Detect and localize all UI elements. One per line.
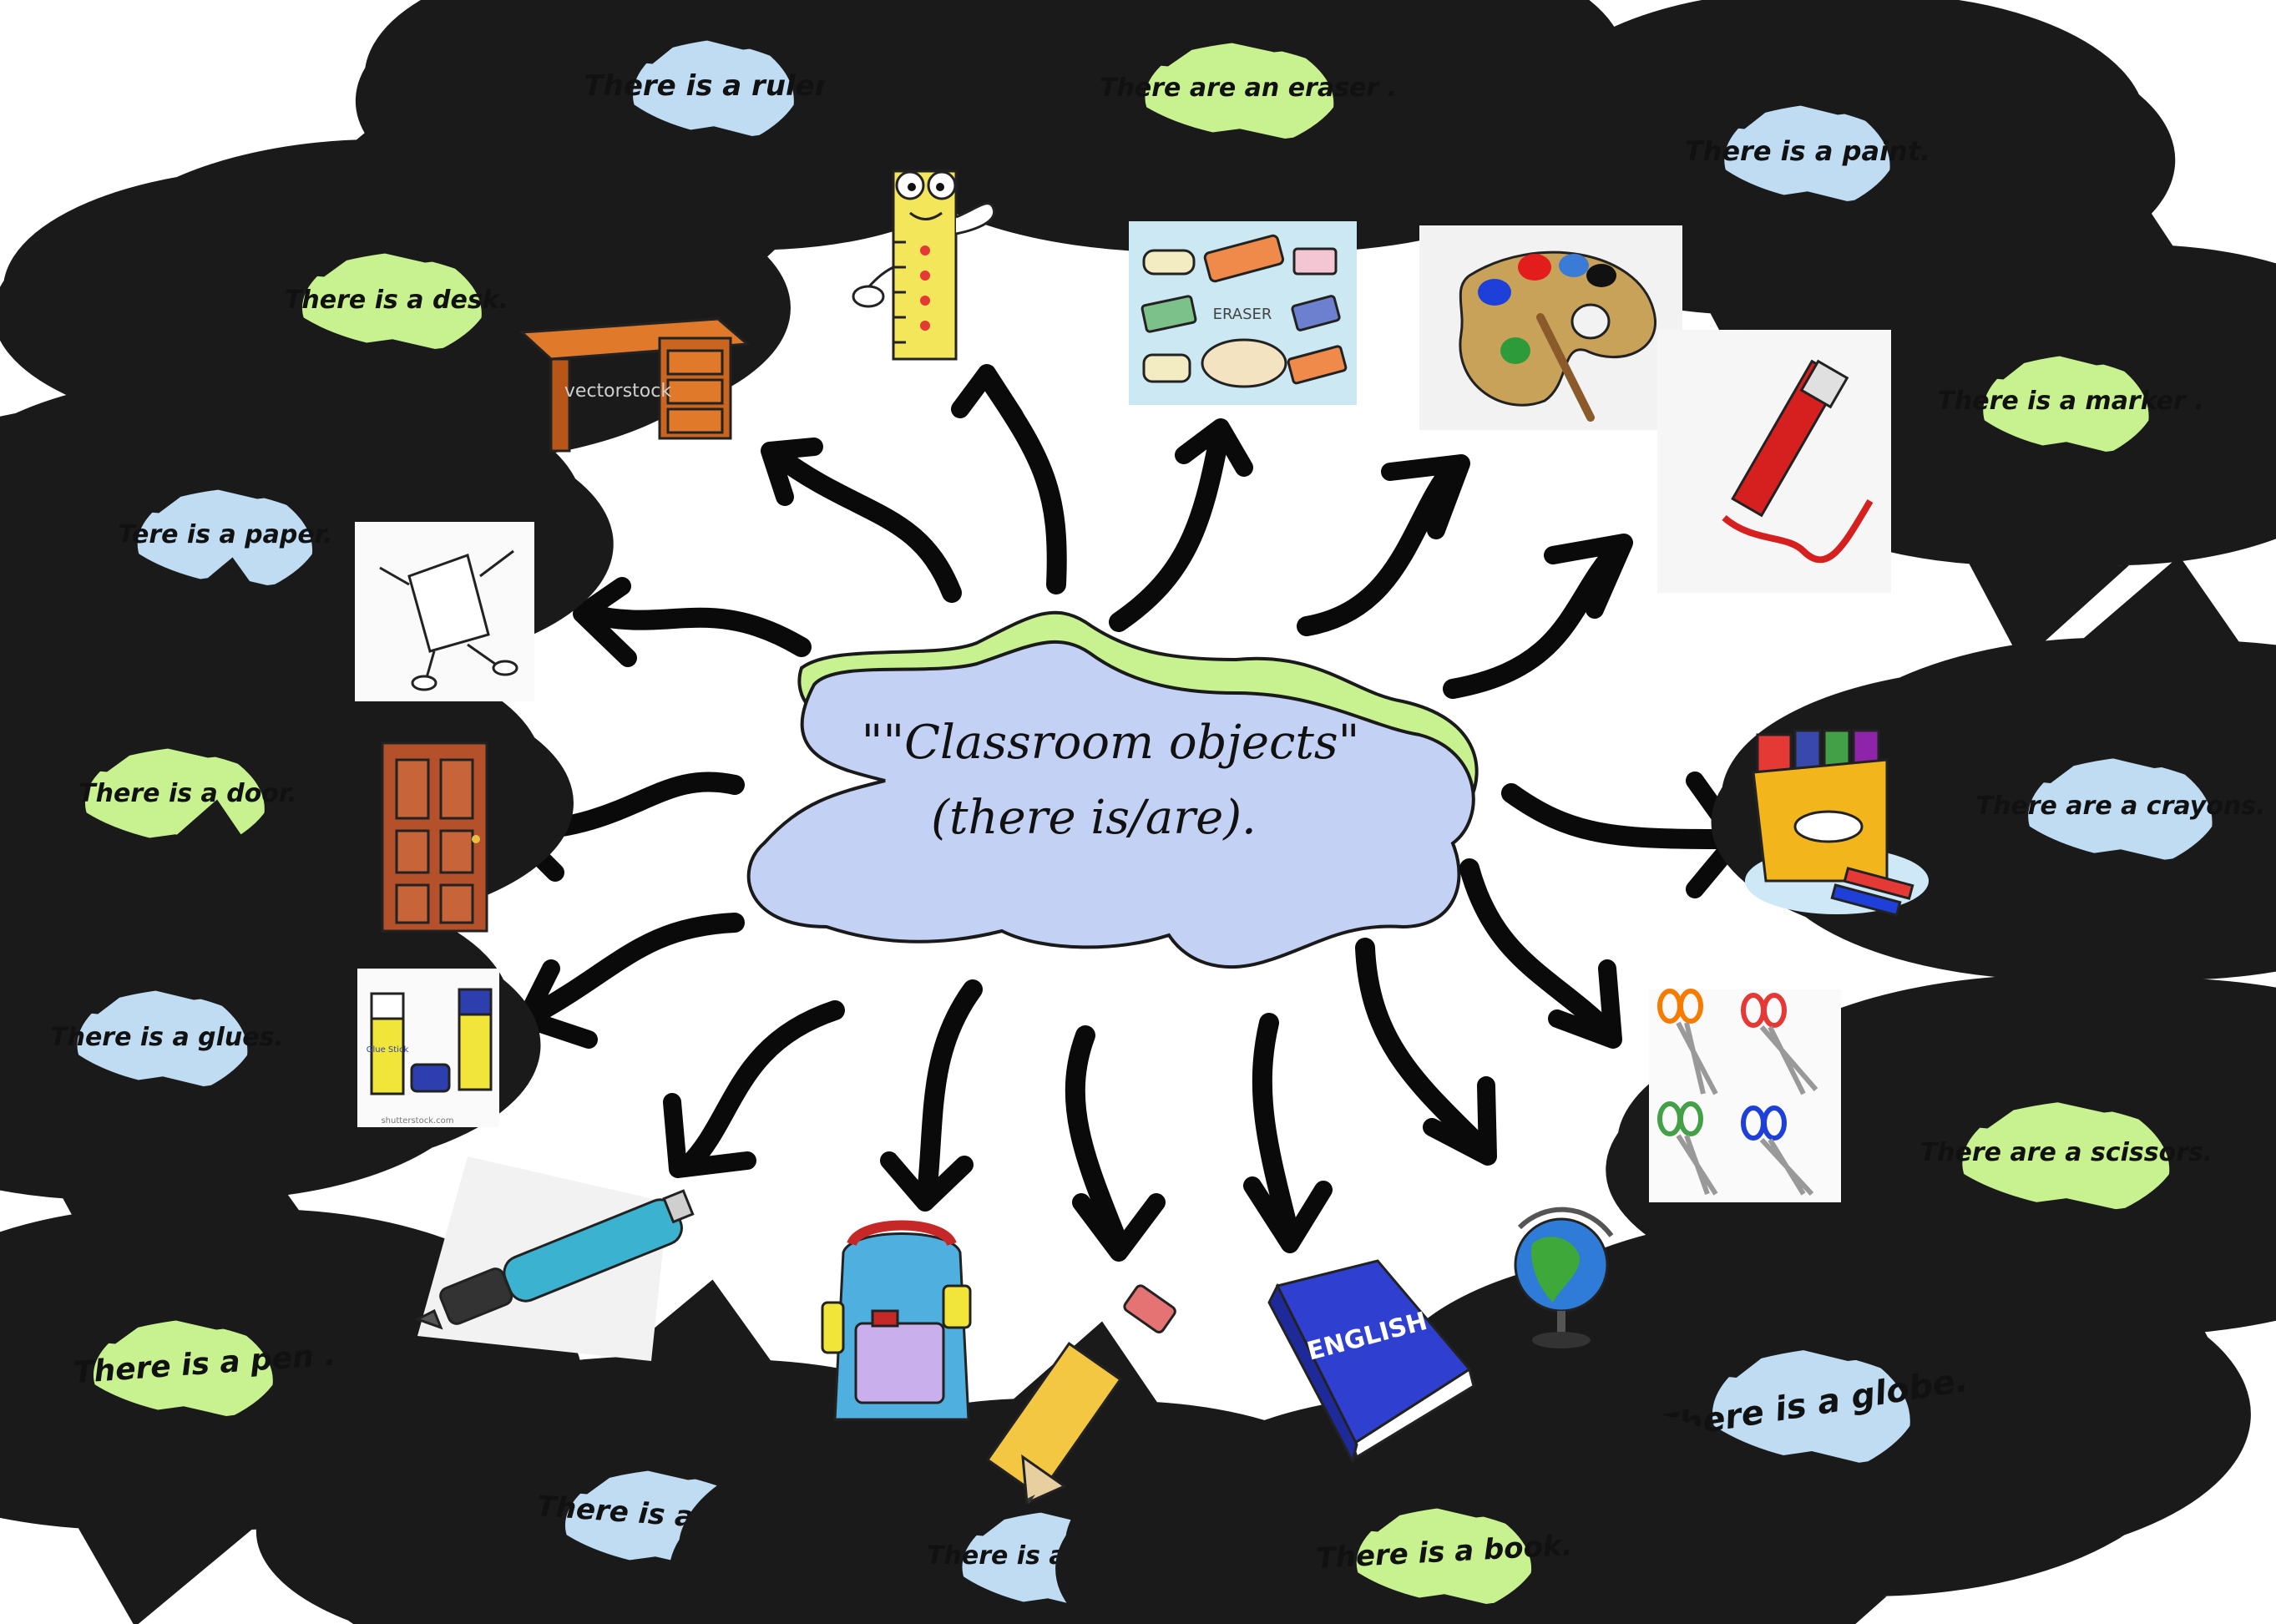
paint-picture: [1419, 225, 1682, 430]
label-paper-text: Tere is a paper.: [118, 520, 332, 549]
arrow-to-paint: [1297, 454, 1470, 636]
desk-watermark-text: vectorstock: [564, 381, 671, 402]
label-ruler: There is a ruler.: [574, 33, 852, 144]
arrows: [504, 364, 1746, 1262]
desk-picture: vectorstock: [518, 317, 751, 453]
door-picture: [381, 741, 488, 933]
label-paper: Tere is a paper.: [74, 482, 376, 593]
glues-picture: Glue Stick shutterstock.com: [357, 969, 499, 1127]
arrow-to-bag: [880, 979, 983, 1212]
eraser-picture: ERASER: [1129, 221, 1357, 405]
arrow-to-eraser: [1109, 418, 1253, 632]
ruler-picture: [852, 169, 996, 361]
label-paint: There is a paint.: [1665, 98, 1950, 209]
arrow-to-marker: [1443, 534, 1633, 699]
label-scissors-text: There are a scissors.: [1920, 1138, 2213, 1167]
bag-picture: [821, 1220, 972, 1421]
arrow-to-crayons: [1501, 772, 1746, 898]
label-pen: There is a pen .: [28, 1313, 337, 1424]
arrow-to-pencil: [1065, 1025, 1166, 1262]
glue-watermark-text: shutterstock.com: [381, 1116, 453, 1126]
central-title-line2: (there is/are).: [931, 791, 1257, 845]
central-cloud: [746, 640, 1475, 969]
pen-picture: [414, 1156, 695, 1361]
arrow-to-ruler: [951, 364, 1067, 594]
glue-stick-text: Glue Stick: [367, 1045, 409, 1055]
label-door: There is a door.: [20, 741, 329, 852]
central-topic: ""Classroom objects" (there is/are).: [746, 610, 1479, 969]
label-glues-text: There is a glues.: [50, 1023, 284, 1052]
scissors-picture: [1649, 989, 1841, 1202]
arrow-to-paper: [573, 577, 812, 667]
marker-picture: [1657, 330, 1891, 593]
label-book: There is a book.: [1293, 1500, 1595, 1611]
label-marker-text: There is a marker .: [1937, 387, 2203, 416]
label-marker: There is a marker .: [1924, 348, 2209, 459]
book-picture: ENGLISH: [1267, 1259, 1475, 1465]
pencil-picture: [985, 1284, 1176, 1505]
label-desk: There is a desk.: [237, 245, 546, 357]
label-desk-text: There is a desk.: [285, 286, 508, 315]
globe-picture: [1514, 1207, 1614, 1348]
label-paint-text: There is a paint.: [1685, 135, 1931, 167]
label-scissors: There are a scissors.: [1888, 1094, 2244, 1217]
central-title-line1: ""Classroom objects": [862, 716, 1360, 770]
label-door-text: There is a door.: [78, 779, 297, 808]
eraser-tag-text: ERASER: [1213, 306, 1272, 323]
label-ruler-text: There is a ruler.: [584, 69, 835, 103]
label-eraser: There are an eraser .: [1077, 35, 1402, 146]
arrow-to-desk: [761, 438, 962, 603]
arrow-to-pen: [663, 1000, 845, 1178]
label-eraser-text: There are an eraser .: [1100, 73, 1397, 103]
arrow-to-scissors: [1459, 858, 1622, 1049]
label-crayons-text: There are a crayons.: [1976, 792, 2266, 821]
arrow-to-glues: [517, 913, 745, 1049]
arrow-to-globe: [1355, 938, 1497, 1166]
arrow-to-book: [1243, 1013, 1333, 1253]
label-glues: There is a glues.: [16, 983, 309, 1094]
crayons-picture: [1745, 729, 1929, 917]
paper-picture: [355, 522, 534, 701]
label-crayons: There are a crayons.: [1962, 750, 2276, 867]
